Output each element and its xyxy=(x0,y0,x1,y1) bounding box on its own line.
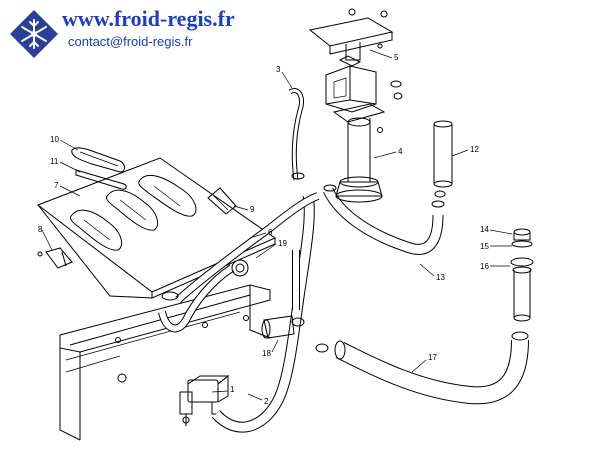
hose-2 xyxy=(211,193,315,433)
grommet xyxy=(231,259,249,277)
hose-19 xyxy=(158,264,235,333)
callout-7: 7 xyxy=(54,181,59,190)
hose-17 xyxy=(334,331,529,405)
tube-12 xyxy=(431,120,453,208)
snowflake-logo-icon xyxy=(10,10,58,58)
top-strip-10 xyxy=(71,147,125,173)
strip-11 xyxy=(75,169,127,190)
callout-16: 16 xyxy=(480,262,489,271)
callout-8: 8 xyxy=(38,225,43,234)
hose-clamp-a xyxy=(291,172,337,192)
callout-1: 1 xyxy=(230,385,235,394)
bracket-8 xyxy=(37,247,73,269)
pump-assembly xyxy=(308,8,403,203)
clip-9 xyxy=(207,187,237,215)
hose-13 xyxy=(323,187,444,255)
evaporator-plate xyxy=(36,157,277,299)
connector-elbow xyxy=(261,315,305,339)
callout-18: 18 xyxy=(262,349,271,358)
base-frame xyxy=(59,284,271,441)
callout-5: 5 xyxy=(394,53,399,62)
hose-clamp-b xyxy=(161,291,329,353)
callout-19: 19 xyxy=(278,239,287,248)
callout-2: 2 xyxy=(264,397,269,406)
callout-3: 3 xyxy=(276,65,281,74)
callout-labels: 1 2 3 4 5 6 7 8 9 10 11 12 13 14 15 16 1… xyxy=(38,53,489,406)
callout-17: 17 xyxy=(428,353,437,362)
hose-3 xyxy=(288,88,305,181)
callout-10: 10 xyxy=(50,135,59,144)
hose-6 xyxy=(175,192,320,303)
callout-13: 13 xyxy=(436,273,445,282)
callout-12: 12 xyxy=(470,145,479,154)
callout-11: 11 xyxy=(50,157,59,166)
contact-email[interactable]: contact@froid-regis.fr xyxy=(68,34,193,49)
callout-14: 14 xyxy=(480,225,489,234)
leader-lines xyxy=(41,49,513,401)
callout-15: 15 xyxy=(480,242,489,251)
drain-fitting xyxy=(510,228,534,322)
callout-9: 9 xyxy=(250,205,255,214)
site-url[interactable]: www.froid-regis.fr xyxy=(62,6,235,31)
callout-6: 6 xyxy=(268,228,273,237)
callout-4: 4 xyxy=(398,147,403,156)
